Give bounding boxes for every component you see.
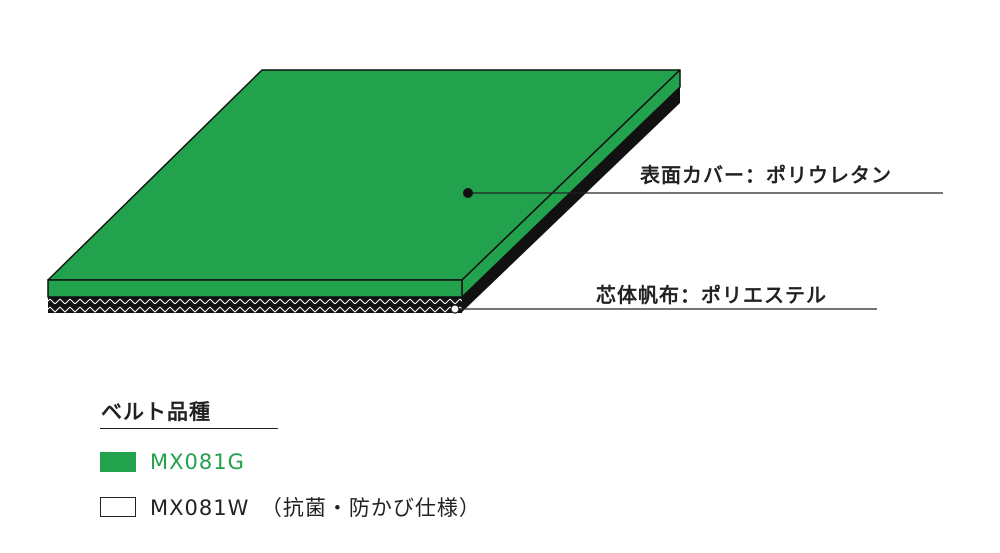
legend-title-underline xyxy=(100,428,278,429)
conveyor-belt xyxy=(47,69,681,313)
core-fabric-side xyxy=(462,87,680,312)
callout-core xyxy=(450,304,877,314)
legend-swatch-green xyxy=(100,452,136,472)
legend-item-mx081g: MX081G xyxy=(100,449,245,475)
legend-item-mx081w: MX081W （抗菌・防かび仕様） xyxy=(100,494,481,520)
legend-title: ベルト品種 xyxy=(101,400,211,424)
belt-cover-front xyxy=(47,279,463,298)
core-fabric-label: 芯体帆布：ポリエステル xyxy=(596,283,827,307)
surface-cover-label: 表面カバー：ポリウレタン xyxy=(640,163,892,187)
callout-core-marker xyxy=(450,304,460,314)
core-fabric-front xyxy=(48,297,462,313)
callout-surface-marker xyxy=(463,188,473,198)
callout-surface xyxy=(463,188,943,198)
legend-label: MX081G xyxy=(150,450,245,474)
legend-label: MX081W （抗菌・防かび仕様） xyxy=(150,496,481,520)
legend-swatch-white xyxy=(100,497,136,517)
